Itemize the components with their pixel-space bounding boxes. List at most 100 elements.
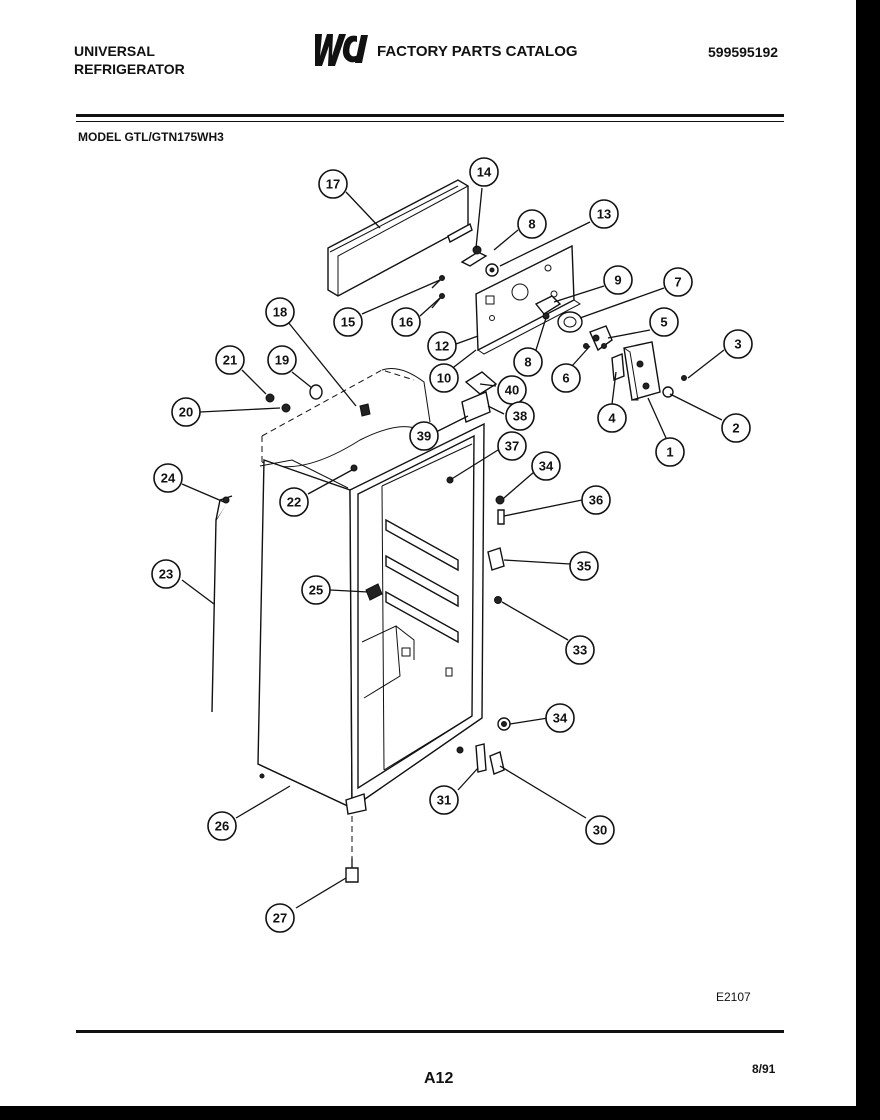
callout-7: 7 <box>663 267 693 297</box>
callout-31: 31 <box>429 785 459 815</box>
svg-text:34: 34 <box>539 459 554 474</box>
svg-text:31: 31 <box>437 793 451 808</box>
svg-text:16: 16 <box>399 315 413 330</box>
svg-text:36: 36 <box>589 493 603 508</box>
callout-34: 34 <box>531 451 561 481</box>
callout-37: 37 <box>497 431 527 461</box>
part-screws-15-16 <box>431 275 445 309</box>
callout-22: 22 <box>279 487 309 517</box>
callout-8b: 8 <box>513 347 543 377</box>
svg-text:12: 12 <box>435 339 449 354</box>
svg-text:2: 2 <box>732 421 739 436</box>
callout-38: 38 <box>505 401 535 431</box>
callout-14: 14 <box>469 157 499 187</box>
svg-text:37: 37 <box>505 439 519 454</box>
callout-3: 3 <box>723 329 753 359</box>
svg-text:22: 22 <box>287 495 301 510</box>
part-bracket <box>583 325 613 352</box>
part-thermostat <box>534 295 583 333</box>
callout-26: 26 <box>207 811 237 841</box>
svg-text:8: 8 <box>524 355 531 370</box>
svg-text:17: 17 <box>326 177 340 192</box>
callout-13: 13 <box>589 199 619 229</box>
page-number: A12 <box>424 1070 454 1087</box>
svg-text:30: 30 <box>593 823 607 838</box>
svg-text:7: 7 <box>674 275 681 290</box>
callout-15: 15 <box>333 307 363 337</box>
svg-text:9: 9 <box>614 273 621 288</box>
brand-line-2: REFRIGERATOR <box>74 61 185 77</box>
svg-text:14: 14 <box>477 165 492 180</box>
svg-text:18: 18 <box>273 305 287 320</box>
svg-text:23: 23 <box>159 567 173 582</box>
callout-leaders <box>181 187 725 909</box>
callout-4: 4 <box>597 403 627 433</box>
svg-text:8: 8 <box>528 217 535 232</box>
svg-text:34: 34 <box>553 711 568 726</box>
svg-text:25: 25 <box>309 583 323 598</box>
wci-logo <box>315 34 368 66</box>
callout-9: 9 <box>603 265 633 295</box>
svg-text:20: 20 <box>179 405 193 420</box>
callout-40: 40 <box>497 375 527 405</box>
callout-2: 2 <box>721 413 751 443</box>
svg-text:40: 40 <box>505 383 519 398</box>
callout-34b: 34 <box>545 703 575 733</box>
part-top-trim <box>327 179 473 297</box>
catalog-date: 8/91 <box>752 1062 776 1076</box>
callout-21: 21 <box>215 345 245 375</box>
svg-text:26: 26 <box>215 819 229 834</box>
part-hinge-rod <box>211 495 233 713</box>
svg-text:3: 3 <box>734 337 741 352</box>
callout-19: 19 <box>267 345 297 375</box>
catalog-title: FACTORY PARTS CATALOG <box>377 43 578 60</box>
exploded-parts-diagram: 17 14 8 13 9 7 5 3 18 21 19 20 15 16 12 … <box>151 157 753 933</box>
svg-text:35: 35 <box>577 559 591 574</box>
callout-5: 5 <box>649 307 679 337</box>
catalog-page: UNIVERSAL REFRIGERATOR FACTORY PARTS CAT… <box>0 0 856 1106</box>
part-cabinet-body <box>257 422 485 815</box>
footer-rule <box>76 1030 784 1033</box>
callout-33: 33 <box>565 635 595 665</box>
svg-text:27: 27 <box>273 911 287 926</box>
part-hinge-hardware <box>460 245 499 277</box>
brand-line-1: UNIVERSAL <box>74 43 155 59</box>
header-rule-thin <box>76 121 784 122</box>
callout-20: 20 <box>171 397 201 427</box>
diagram-code: E2107 <box>716 990 751 1004</box>
callout-8: 8 <box>517 209 547 239</box>
part-fasteners-left <box>265 384 371 417</box>
callout-25: 25 <box>301 575 331 605</box>
svg-text:39: 39 <box>417 429 431 444</box>
svg-text:5: 5 <box>660 315 667 330</box>
callout-39: 39 <box>409 421 439 451</box>
callout-16: 16 <box>391 307 421 337</box>
svg-text:1: 1 <box>666 445 673 460</box>
part-right-hardware <box>475 495 511 775</box>
svg-text:13: 13 <box>597 207 611 222</box>
callout-12: 12 <box>427 331 457 361</box>
catalog-part-number: 599595192 <box>708 44 779 60</box>
svg-text:33: 33 <box>573 643 587 658</box>
part-control-panel <box>475 244 581 355</box>
svg-text:6: 6 <box>562 371 569 386</box>
part-cabinet-top <box>261 368 498 468</box>
model-label: MODEL GTL/GTN175WH3 <box>78 130 224 144</box>
callout-36: 36 <box>581 485 611 515</box>
header-rule <box>76 114 784 117</box>
svg-text:19: 19 <box>275 353 289 368</box>
callout-30: 30 <box>585 815 615 845</box>
callout-23: 23 <box>151 559 181 589</box>
callout-17: 17 <box>318 169 348 199</box>
callout-10: 10 <box>429 363 459 393</box>
part-leveling-leg <box>345 816 359 883</box>
svg-text:4: 4 <box>608 411 616 426</box>
callout-27: 27 <box>265 903 295 933</box>
svg-text:10: 10 <box>437 371 451 386</box>
callout-1: 1 <box>655 437 685 467</box>
callout-24: 24 <box>153 463 183 493</box>
svg-text:38: 38 <box>513 409 527 424</box>
callout-18: 18 <box>265 297 295 327</box>
brand-name: UNIVERSAL REFRIGERATOR <box>74 42 185 78</box>
callout-6: 6 <box>551 363 581 393</box>
